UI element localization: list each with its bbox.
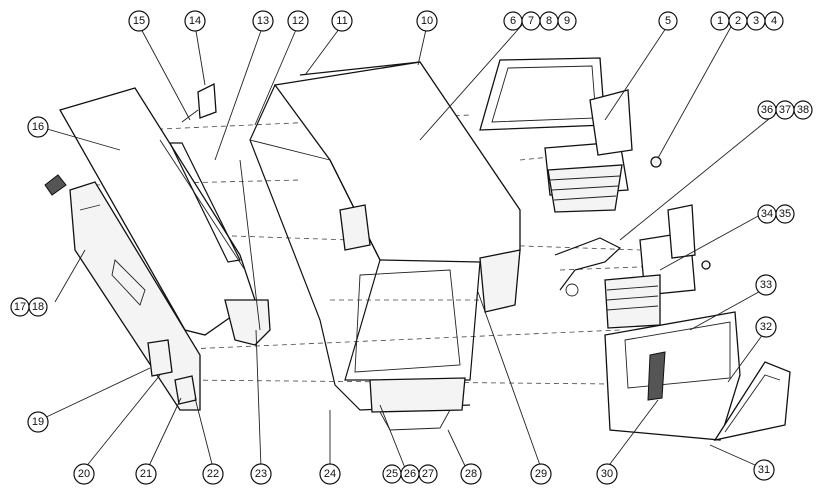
leader-lines (39, 24, 781, 469)
callout-2: 2 (728, 11, 748, 31)
callout-label-5: 5 (665, 15, 671, 27)
callout-label-32: 32 (760, 321, 772, 333)
callout-31: 31 (753, 459, 775, 481)
callout-label-22: 22 (207, 468, 219, 480)
front-lower-panel-23 (224, 299, 271, 346)
brackets-19-21 (147, 339, 197, 405)
callout-20: 20 (73, 463, 95, 485)
callout-29: 29 (530, 463, 552, 485)
callout-15: 15 (128, 10, 150, 32)
callout-9: 9 (557, 11, 577, 31)
callout-12: 12 (287, 10, 309, 32)
callout-6: 6 (503, 11, 523, 31)
callout-label-8: 8 (546, 15, 552, 27)
window-glass-13-15 (169, 142, 241, 263)
callout-label-11: 11 (336, 15, 347, 27)
knob-1-4-part (650, 156, 662, 168)
door-30-33 (604, 311, 741, 441)
callout-label-36: 36 (761, 104, 773, 116)
callout-19: 19 (27, 411, 49, 433)
callout-label-23: 23 (255, 468, 267, 480)
callout-label-21: 21 (140, 468, 152, 480)
callout-label-6: 6 (510, 15, 516, 27)
door-6-9 (479, 57, 606, 131)
callout-3: 3 (746, 11, 766, 31)
callout-16: 16 (27, 116, 49, 138)
callout-27: 27 (418, 464, 438, 484)
callout-label-25: 25 (386, 468, 398, 480)
callout-label-30: 30 (601, 468, 613, 480)
callout-label-27: 27 (422, 468, 434, 480)
callout-label-16: 16 (32, 121, 44, 133)
callout-label-7: 7 (528, 15, 534, 27)
callout-38: 38 (793, 100, 813, 120)
callout-26: 26 (400, 464, 420, 484)
callout-35: 35 (775, 204, 795, 224)
cab-frame (239, 61, 521, 431)
callout-37: 37 (775, 100, 795, 120)
callout-30: 30 (596, 463, 618, 485)
callout-label-12: 12 (292, 15, 304, 27)
callout-label-10: 10 (421, 15, 433, 27)
callout-label-4: 4 (771, 15, 777, 27)
callout-label-26: 26 (404, 468, 416, 480)
callout-1: 1 (710, 11, 730, 31)
callout-label-15: 15 (133, 15, 145, 27)
callout-label-28: 28 (465, 468, 477, 480)
callout-label-33: 33 (760, 279, 772, 291)
callout-17: 17 (10, 297, 30, 317)
seat-34-38 (554, 204, 711, 329)
callout-23: 23 (250, 463, 272, 485)
callout-28: 28 (460, 463, 482, 485)
callout-label-24: 24 (324, 468, 336, 480)
callout-label-38: 38 (797, 104, 809, 116)
callout-36: 36 (757, 100, 777, 120)
callout-5: 5 (658, 11, 678, 31)
callout-14: 14 (184, 10, 206, 32)
callout-34: 34 (757, 204, 777, 224)
callout-10: 10 (416, 10, 438, 32)
callout-25: 25 (382, 464, 402, 484)
seat-5 (544, 89, 662, 213)
callout-label-2: 2 (735, 15, 741, 27)
callout-label-18: 18 (32, 301, 44, 313)
glass-panel-31 (713, 361, 791, 441)
callout-label-29: 29 (535, 468, 547, 480)
callout-24: 24 (319, 463, 341, 485)
callout-32: 32 (755, 316, 777, 338)
callout-33: 33 (755, 274, 777, 296)
callout-7: 7 (521, 11, 541, 31)
callout-18: 18 (28, 297, 48, 317)
callout-label-1: 1 (717, 15, 723, 27)
callout-label-19: 19 (32, 416, 44, 428)
callout-label-3: 3 (753, 15, 759, 27)
callout-label-13: 13 (257, 15, 269, 27)
callout-label-35: 35 (779, 208, 791, 220)
callout-label-17: 17 (14, 301, 26, 313)
callout-13: 13 (252, 10, 274, 32)
callout-21: 21 (135, 463, 157, 485)
callout-label-20: 20 (78, 468, 90, 480)
callout-8: 8 (539, 11, 559, 31)
callout-11: 11 (331, 10, 353, 32)
callout-label-31: 31 (758, 464, 770, 476)
mirror-14 (181, 82, 217, 123)
callout-label-37: 37 (779, 104, 791, 116)
callout-label-14: 14 (189, 15, 201, 27)
callout-label-9: 9 (564, 15, 570, 27)
callout-4: 4 (764, 11, 784, 31)
callout-22: 22 (202, 463, 224, 485)
callout-label-34: 34 (761, 208, 773, 220)
